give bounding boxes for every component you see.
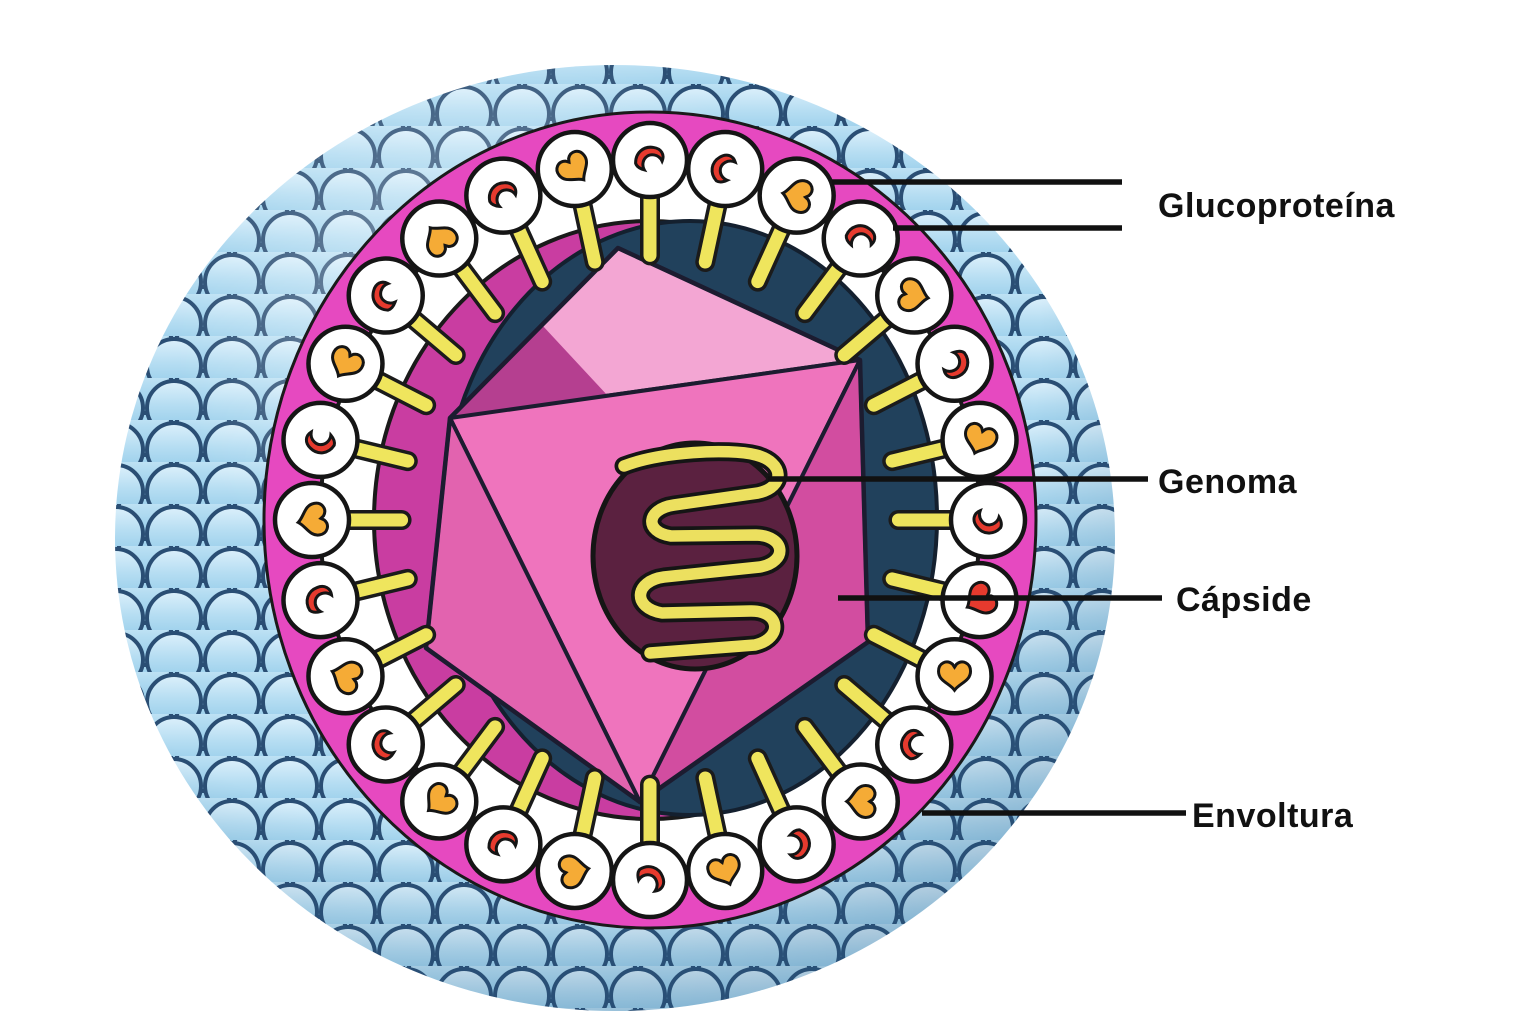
label-envoltura: Envoltura bbox=[1192, 797, 1354, 835]
glycoprotein-stalk bbox=[364, 370, 433, 412]
glycoprotein-head bbox=[915, 324, 994, 404]
glycoprotein-heads bbox=[272, 120, 1028, 920]
glycoprotein-stalk bbox=[401, 678, 463, 732]
glycoprotein-head bbox=[757, 805, 836, 884]
glycoprotein-head bbox=[821, 199, 900, 278]
glycoprotein-stalk bbox=[698, 771, 726, 848]
glycoprotein-head bbox=[281, 400, 360, 480]
glycoprotein-stalk bbox=[798, 720, 850, 785]
glycoprotein-stalk bbox=[450, 720, 502, 785]
glycoprotein-stalk bbox=[509, 216, 549, 289]
genome-strand bbox=[618, 445, 786, 659]
glycoprotein-stalk bbox=[364, 628, 433, 670]
glycoprotein-head bbox=[875, 705, 954, 784]
glycoprotein-head bbox=[281, 560, 360, 640]
annotations: Glucoproteína Genoma Cápside Envoltura bbox=[768, 179, 1396, 835]
capsid-face-shadow bbox=[450, 325, 608, 418]
genome bbox=[590, 440, 800, 672]
label-capside: Cápside bbox=[1176, 581, 1312, 619]
glycoprotein-head bbox=[346, 705, 425, 784]
glycoprotein-stalk bbox=[401, 308, 463, 362]
glycoprotein-stalk bbox=[509, 751, 549, 824]
glycoprotein-head bbox=[610, 840, 690, 920]
glycoprotein-stalk bbox=[450, 255, 502, 320]
glycoprotein-head bbox=[346, 256, 425, 335]
glycoprotein-head bbox=[610, 120, 690, 200]
glycoprotein-stalk bbox=[574, 771, 602, 848]
glycoprotein-stalk bbox=[867, 370, 936, 412]
glycoprotein-head bbox=[464, 156, 543, 235]
glycoprotein-head bbox=[948, 480, 1028, 560]
label-glucoproteina: Glucoproteína bbox=[1158, 187, 1396, 225]
label-genoma: Genoma bbox=[1158, 463, 1298, 501]
glycoprotein-stalk bbox=[751, 216, 791, 289]
glycoprotein-stalk bbox=[867, 628, 936, 670]
glycoprotein-stalk bbox=[751, 751, 791, 824]
glycoprotein-stalk bbox=[798, 255, 850, 320]
glycoprotein-stalk bbox=[837, 678, 899, 732]
glycoprotein-stalk bbox=[574, 192, 602, 269]
glycoprotein-stalk bbox=[837, 308, 899, 362]
glycoprotein-stalk bbox=[698, 192, 726, 269]
glycoprotein-head bbox=[464, 805, 543, 884]
glycoprotein-head bbox=[685, 129, 765, 209]
